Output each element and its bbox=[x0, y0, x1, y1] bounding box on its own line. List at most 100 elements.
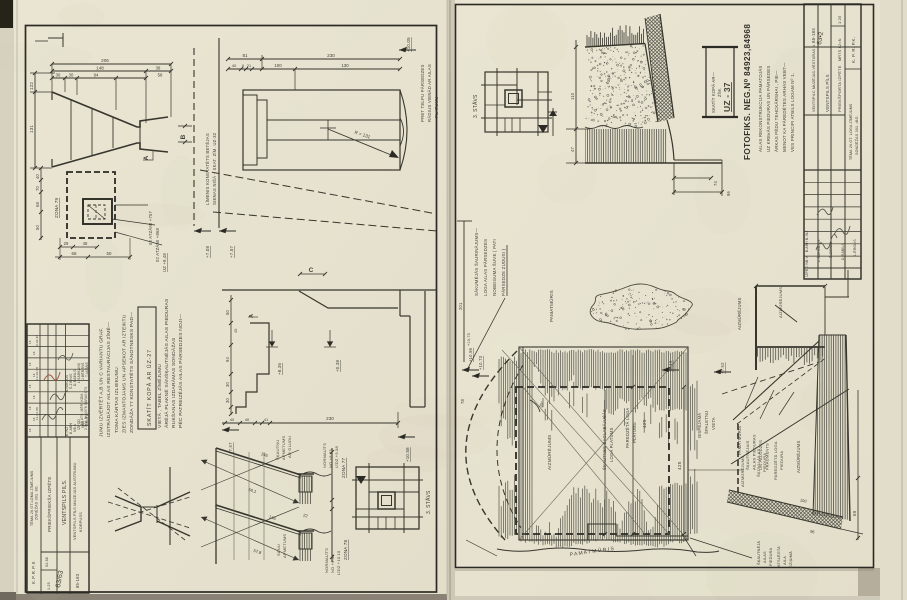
svg-text:+8.36: +8.36 bbox=[277, 363, 282, 375]
svg-text:SĀNU: SĀNU bbox=[276, 544, 281, 556]
svg-text:96: 96 bbox=[726, 190, 731, 196]
svg-text:131: 131 bbox=[29, 125, 34, 133]
svg-text:APMETUMS: APMETUMS bbox=[281, 436, 286, 460]
svg-text:A: A bbox=[143, 155, 150, 160]
svg-text:TOMA KĀRTAS IZLIEKUMU.: TOMA KĀRTAS IZLIEKUMU. bbox=[113, 366, 120, 433]
svg-text:PĒC PATREIZĒJĀS AILAS PĀRSEDZE: PĒC PATREIZĒJĀS AILAS PĀRSEDZES NOJI— bbox=[177, 314, 184, 428]
svg-text:21: 21 bbox=[247, 64, 251, 68]
svg-text:KORPUSS: KORPUSS bbox=[79, 512, 83, 532]
svg-text:30: 30 bbox=[56, 73, 61, 78]
svg-text:12 ATS. MĒR. KOM.: 12 ATS. MĒR. KOM. bbox=[80, 393, 84, 425]
svg-text:96: 96 bbox=[810, 529, 816, 535]
svg-text:58: 58 bbox=[158, 73, 163, 78]
svg-text:02 ATZĀMI +757: 02 ATZĀMI +757 bbox=[148, 211, 153, 245]
svg-text:40: 40 bbox=[245, 417, 250, 422]
svg-text:C: C bbox=[309, 267, 314, 274]
svg-text:PĀRSEDZE ZUDUSI ): PĀRSEDZE ZUDUSI ) bbox=[501, 248, 506, 296]
svg-text:FOTOFIKS. NEG.N⁰ 84923,84968: FOTOFIKS. NEG.N⁰ 84923,84968 bbox=[743, 24, 752, 160]
svg-text:AILA: AILA bbox=[783, 556, 787, 565]
svg-text:JUMU IZVĒRTĒT A,B UN C VARIANT: JUMU IZVĒRTĒT A,B UN C VARIANTU GRAF. bbox=[97, 327, 104, 437]
svg-text:MENOT KA PĀREDĒTES ARHAS VEBT—: MENOT KA PĀREDĒTES ARHAS VEBT— bbox=[782, 62, 787, 152]
svg-text:110: 110 bbox=[570, 92, 575, 100]
svg-text:AILAS: AILAS bbox=[763, 551, 767, 563]
svg-text:11.02.88: 11.02.88 bbox=[35, 407, 39, 420]
svg-text:SIENAS NIŠĀ – SKAT. ZĪM. UZ-32: SIENAS NIŠĀ – SKAT. ZĪM. UZ-32 bbox=[212, 132, 217, 205]
svg-text:LĪDZ +9.38: LĪDZ +9.38 bbox=[334, 446, 339, 468]
svg-text:02 ATZĀMI +868: 02 ATZĀMI +868 bbox=[155, 228, 160, 262]
svg-text:425: 425 bbox=[642, 419, 648, 428]
svg-text:AIZMŪRĒJUMS: AIZMŪRĒJUMS bbox=[737, 298, 742, 330]
svg-text:50: 50 bbox=[225, 309, 230, 315]
svg-text:425: 425 bbox=[677, 461, 683, 470]
svg-text:B: B bbox=[180, 134, 187, 139]
svg-text:30: 30 bbox=[225, 381, 230, 387]
svg-text:ĀRKAS PĒDU TEHCKĀRSHAI , PIE—: ĀRKAS PĒDU TEHCKĀRSHAI , PIE— bbox=[774, 70, 779, 152]
svg-text:UZ KREĸĀS PIEDURAS UN PĀRSED: UZ KREĸĀS PIEDURAS UN PĀRSEDES bbox=[766, 65, 771, 152]
svg-text:+8.16: +8.16 bbox=[668, 360, 673, 372]
svg-text:ZIES IZMANTOJAMS UN APSEKOT AR: ZIES IZMANTOJAMS UN APSEKOT AR IZTEIKTU bbox=[121, 314, 127, 433]
svg-text:+7.08: +7.08 bbox=[205, 246, 210, 258]
svg-text:47: 47 bbox=[570, 146, 575, 152]
svg-text:K. P. R. P.K.: K. P. R. P.K. bbox=[851, 37, 856, 63]
svg-text:57,8: 57,8 bbox=[253, 548, 263, 555]
svg-text:+10.58: +10.58 bbox=[405, 447, 410, 462]
svg-text:VAD: VAD bbox=[81, 420, 85, 428]
svg-text:AILAS PIEDURAS: AILAS PIEDURAS bbox=[752, 434, 757, 470]
svg-text:PIEDURA: PIEDURA bbox=[762, 453, 767, 472]
svg-text:48: 48 bbox=[83, 241, 88, 246]
svg-text:+10.96: +10.96 bbox=[468, 347, 473, 362]
svg-text:B.INŽ: B.INŽ bbox=[804, 230, 809, 240]
svg-text:IZSTRĀDĀJOT AILAS RESTAURĀCIJA: IZSTRĀDĀJOT AILAS RESTAURĀCIJAS ZĪMĒ— bbox=[105, 322, 112, 437]
svg-text:40: 40 bbox=[35, 173, 40, 179]
svg-text:1:25: 1:25 bbox=[47, 582, 51, 590]
svg-text:81: 81 bbox=[242, 53, 248, 58]
svg-text:PRIEKŠPORTA IZPĒTE: PRIEKŠPORTA IZPĒTE bbox=[837, 65, 842, 112]
svg-text:Š.ZIRNIS: Š.ZIRNIS bbox=[68, 373, 73, 389]
svg-text:GRUPA: GRUPA bbox=[85, 413, 89, 426]
svg-text:63•2: 63•2 bbox=[816, 31, 825, 46]
svg-text:ŠĶŪŅU AILAS: ŠĶŪŅU AILAS bbox=[756, 448, 761, 477]
svg-text:VIETĀ , TABEL ZĪMĒJUMU: VIETĀ , TABEL ZĪMĒJUMU bbox=[156, 364, 163, 428]
svg-text:02.88: 02.88 bbox=[45, 557, 49, 567]
svg-text:FRAGMENTS: FRAGMENTS bbox=[765, 443, 770, 470]
svg-text:Š.ZIRNIS: Š.ZIRNIS bbox=[828, 242, 833, 258]
svg-text:AR GLUDU: AR GLUDU bbox=[287, 436, 292, 458]
svg-text:NORMALĪTS: NORMALĪTS bbox=[322, 443, 327, 468]
svg-text:LOGA AILAS PĀRSEDZES: LOGA AILAS PĀRSEDZES bbox=[483, 239, 488, 296]
svg-text:100: 100 bbox=[274, 63, 282, 68]
svg-text:40: 40 bbox=[232, 63, 237, 68]
svg-text:ZONA 77: ZONA 77 bbox=[341, 457, 346, 478]
svg-text:18.: 18. bbox=[32, 350, 36, 355]
svg-text:B.ARH: B.ARH bbox=[69, 423, 73, 434]
svg-text:201: 201 bbox=[458, 302, 463, 310]
svg-text:85-183: 85-183 bbox=[75, 573, 80, 588]
svg-text:NOBEIGUMA ŠUVE ( PATI: NOBEIGUMA ŠUVE ( PATI bbox=[492, 239, 497, 296]
svg-text:30°: 30° bbox=[538, 400, 545, 408]
svg-text:AIZMŪRĒJUMS: AIZMŪRĒJUMS bbox=[546, 435, 552, 470]
svg-text:L.ŠARMANIS: L.ŠARMANIS bbox=[816, 239, 821, 262]
svg-text:D.RABILS: D.RABILS bbox=[841, 242, 845, 260]
svg-text:VES PRINCIPI ATBILS LOGAM N⁰: VES PRINCIPI ATBILS LOGAM N⁰ 1. bbox=[790, 73, 795, 152]
svg-text:ZONA 79: ZONA 79 bbox=[54, 197, 59, 218]
svg-text:ŠĶAUTNĒJAIS: ŠĶAUTNĒJAIS bbox=[745, 440, 750, 470]
svg-text:+10.73: +10.73 bbox=[478, 355, 483, 370]
svg-text:14.02.88: 14.02.88 bbox=[35, 367, 39, 380]
svg-text:146: 146 bbox=[260, 451, 269, 458]
svg-text:TĒMA 26.GT.LOMA ZĪMĒJUMS: TĒMA 26.GT.LOMA ZĪMĒJUMS bbox=[30, 470, 34, 526]
svg-text:LĪMENIS KONSTATĒTS BETĒJAS: LĪMENIS KONSTATĒTS BETĒJAS bbox=[205, 133, 210, 205]
svg-text:ŠĶAUTNES SAGLABĀJUŠĀS: ŠĶAUTNES SAGLABĀJUŠĀS bbox=[602, 409, 607, 470]
svg-text:B.ARH: B.ARH bbox=[805, 241, 809, 253]
svg-text:AIZMŪRĒJUMS: AIZMŪRĒJUMS bbox=[796, 441, 801, 473]
svg-text:L.ĒRGLIS: L.ĒRGLIS bbox=[853, 239, 857, 256]
svg-text:ĀRĒJĀ PLAKNĒ SĀNŠĶAUTNĒJĀS AIL: ĀRĒJĀ PLAKNĒ SĀNŠĶAUTNĒJĀS AILAS PIEDURA… bbox=[163, 298, 170, 428]
svg-text:50,1: 50,1 bbox=[248, 487, 258, 494]
svg-text:3. STĀVS: 3. STĀVS bbox=[472, 94, 479, 118]
svg-text:NB.V: NB.V bbox=[805, 255, 809, 264]
svg-text:50: 50 bbox=[35, 224, 40, 230]
svg-text:18.: 18. bbox=[28, 361, 32, 366]
svg-text:NO +8.63: NO +8.63 bbox=[328, 449, 333, 468]
svg-text:146: 146 bbox=[268, 514, 277, 521]
svg-text:PLATUMU: PLATUMU bbox=[434, 96, 439, 118]
svg-text:18.: 18. bbox=[32, 416, 36, 421]
svg-text:ZONA 78: ZONA 78 bbox=[343, 539, 348, 560]
